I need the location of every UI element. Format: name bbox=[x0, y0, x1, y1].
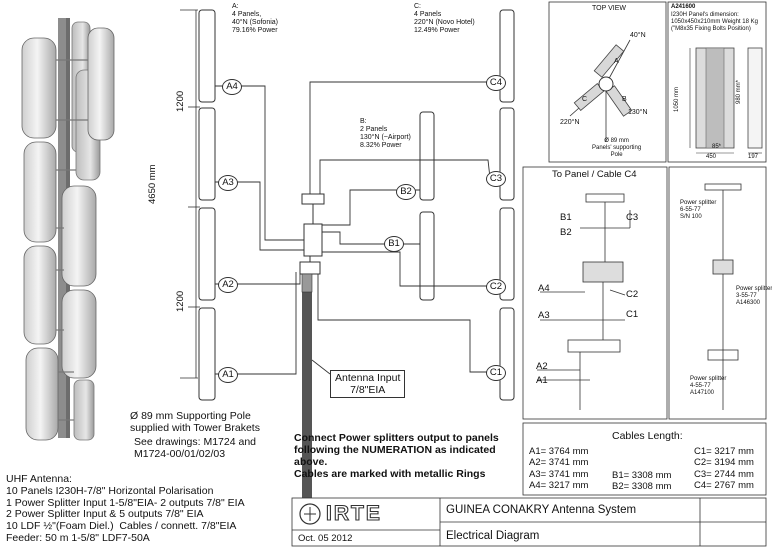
splitter-side-box bbox=[668, 166, 767, 420]
panels-b bbox=[419, 111, 435, 301]
group-a-note: A: 4 Panels, 40°N (Sofonia) 79.16% Power bbox=[232, 3, 278, 35]
splitter-detail-title: To Panel / Cable C4 bbox=[552, 169, 637, 180]
panel-spec-box bbox=[667, 1, 767, 163]
cables-table-box bbox=[522, 422, 767, 496]
detail-a2: A2 bbox=[536, 361, 548, 372]
irte-logo: IRTE bbox=[296, 501, 436, 526]
node-a4: A4 bbox=[222, 79, 242, 95]
panel-spec-980: 980 mm* bbox=[736, 79, 742, 104]
uhf-antenna-note: UHF Antenna: 10 Panels I230H-7/8" Horizo… bbox=[6, 473, 245, 544]
detail-a3: A3 bbox=[538, 310, 550, 321]
node-c1: C1 bbox=[486, 365, 506, 381]
panels-a bbox=[198, 9, 216, 401]
connect-note: Connect Power splitters output to panels… bbox=[294, 432, 499, 481]
cable-a1: A1= 3764 mm bbox=[529, 446, 589, 457]
irte-logo-mark bbox=[299, 503, 321, 525]
cable-c2: C2= 3194 mm bbox=[694, 457, 754, 469]
detail-b1: B1 bbox=[560, 212, 572, 223]
detail-c3: C3 bbox=[626, 212, 639, 223]
top-view-40n: 40°N bbox=[630, 32, 646, 39]
node-a2: A2 bbox=[218, 277, 238, 293]
side-splitter-2: Power splitter 3-55-77 A146300 bbox=[736, 286, 772, 306]
antenna-tower-illustration bbox=[21, 18, 115, 441]
node-c3: C3 bbox=[486, 171, 506, 187]
side-splitter-1: Power splitter 6-55-77 S/N 100 bbox=[680, 200, 717, 220]
top-view-b: B bbox=[622, 96, 627, 103]
cable-b2: B2= 3308 mm bbox=[612, 481, 672, 493]
cables-col-b: B1= 3308 mm B2= 3308 mm bbox=[612, 470, 671, 493]
top-view-130n: 130°N bbox=[628, 109, 648, 116]
irte-logo-text: IRTE bbox=[325, 501, 382, 525]
cables-col-a: A1= 3764 mm A2= 3741 mm A3= 3741 mm A4= … bbox=[529, 446, 588, 492]
panel-column-left bbox=[21, 37, 59, 441]
panel-spec-197: 197 bbox=[748, 154, 759, 160]
splitter-detail-box bbox=[522, 166, 668, 420]
node-c4: C4 bbox=[486, 75, 506, 91]
group-b-note: B: 2 Panels 130°N (~Airport) 8.32% Power bbox=[360, 118, 411, 150]
top-view-220n: 220°N bbox=[560, 119, 580, 126]
top-view-c: C bbox=[582, 96, 588, 103]
spacing-label-upper: 1200 bbox=[175, 90, 186, 112]
node-a3: A3 bbox=[218, 175, 238, 191]
cable-a3: A3= 3741 mm bbox=[529, 468, 589, 480]
cable-b1: B1= 3308 mm bbox=[612, 470, 672, 481]
pole-note: Ø 89 mm Supporting Pole supplied with To… bbox=[130, 410, 260, 435]
detail-c2: C2 bbox=[626, 289, 639, 300]
panel-spec-450: 450 bbox=[706, 154, 717, 160]
panel-spec-85: 85* bbox=[712, 144, 722, 150]
cable-routes bbox=[215, 81, 500, 375]
node-b2: B2 bbox=[396, 184, 416, 200]
drawing-title: Electrical Diagram bbox=[446, 530, 540, 542]
detail-a4: A4 bbox=[538, 283, 550, 294]
drawing-date: Oct. 05 2012 bbox=[298, 533, 353, 544]
cable-c1: C1= 3217 mm bbox=[694, 446, 754, 457]
dimension-lines bbox=[180, 9, 200, 379]
node-c2: C2 bbox=[486, 279, 506, 295]
cable-a4: A4= 3217 mm bbox=[529, 480, 589, 492]
side-splitter-3: Power splitter 4-55-77 A147100 bbox=[690, 376, 727, 396]
height-dimension-label: 4650 mm bbox=[147, 164, 158, 204]
node-b1: B1 bbox=[384, 236, 404, 252]
antenna-input-label: Antenna Input 7/8"EIA bbox=[330, 370, 406, 398]
drawings-note: See drawings: M1724 and M1724-00/01/02/0… bbox=[134, 436, 256, 461]
spacing-label-lower: 1200 bbox=[175, 290, 186, 312]
cable-c4: C4= 2767 mm bbox=[694, 480, 754, 492]
detail-a1: A1 bbox=[536, 375, 548, 386]
top-view-title: TOP VIEW bbox=[592, 5, 626, 12]
project-title: GUINEA CONAKRY Antenna System bbox=[446, 504, 637, 516]
cable-c3: C3= 2744 mm bbox=[694, 468, 754, 480]
title-block-frame bbox=[291, 497, 767, 547]
feeder-cable bbox=[301, 273, 331, 540]
cable-a2: A2= 3741 mm bbox=[529, 457, 589, 469]
panels-c bbox=[499, 9, 515, 401]
node-a1: A1 bbox=[218, 367, 238, 383]
cables-col-c: C1= 3217 mm C2= 3194 mm C3= 2744 mm C4= … bbox=[694, 446, 754, 492]
panel-spec-height: 1050 mm bbox=[674, 86, 680, 112]
panel-spec-code: A241600 bbox=[671, 4, 696, 10]
top-view-a: A bbox=[614, 58, 619, 65]
power-splitters bbox=[299, 193, 325, 275]
detail-b2: B2 bbox=[560, 227, 572, 238]
panel-column-right bbox=[61, 27, 115, 379]
top-view-pole-label: Ø 89 mm Panels' supporting Pole bbox=[592, 138, 642, 158]
group-c-note: C: 4 Panels 220°N (Novo Hotel) 12.49% Po… bbox=[414, 3, 475, 35]
cables-title: Cables Length: bbox=[612, 430, 683, 442]
top-view-box bbox=[548, 1, 667, 163]
detail-c1: C1 bbox=[626, 309, 639, 320]
panel-spec-text: I230H Panel's dimension: 1050x450x210mm … bbox=[671, 12, 758, 32]
